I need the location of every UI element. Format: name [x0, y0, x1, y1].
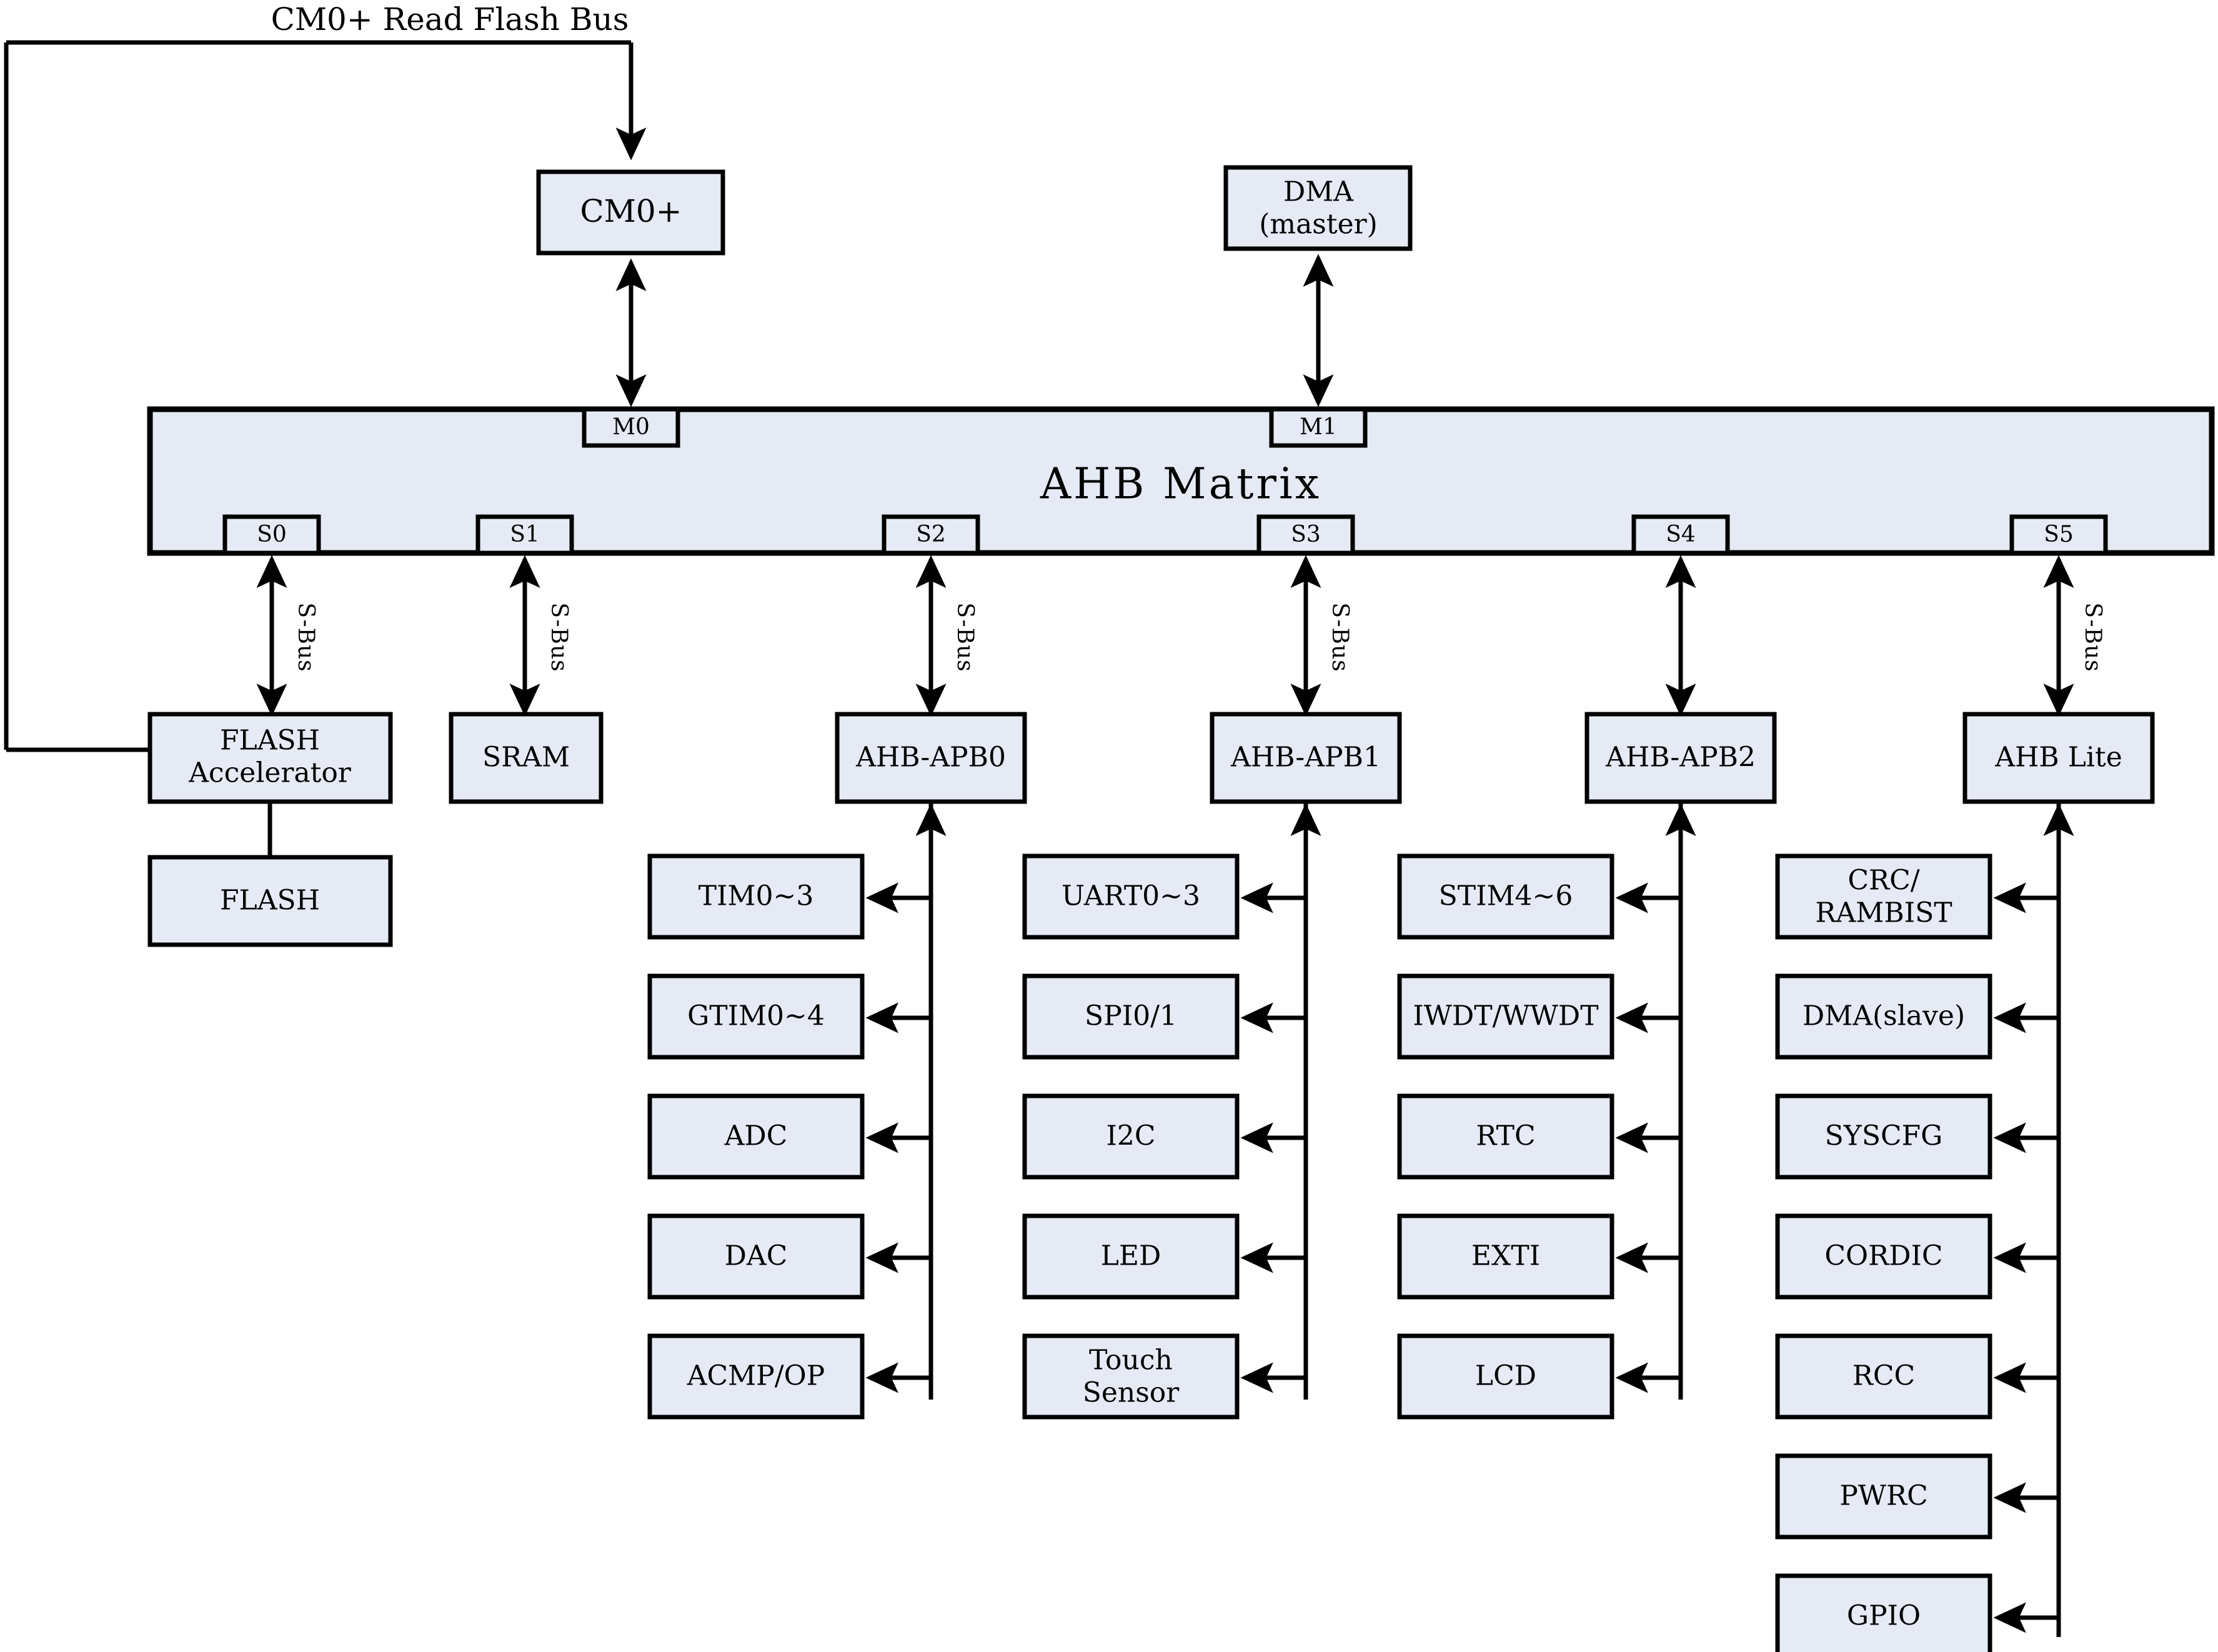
top-bus-label: CM0+ Read Flash Bus: [271, 1, 629, 37]
list-item[interactable]: EXTI: [1397, 1213, 1681, 1300]
peripheral-label: TIM0~3: [699, 880, 814, 912]
list-item[interactable]: DAC: [647, 1213, 931, 1300]
list-item[interactable]: RTC: [1397, 1093, 1681, 1180]
peripheral-label: CRC/: [1848, 865, 1919, 897]
peripheral-label: STIM4~6: [1439, 880, 1573, 912]
slave-port-s5[interactable]: S5: [2009, 514, 2108, 555]
block-ahb-lite[interactable]: AHB Lite: [1962, 712, 2155, 804]
block-ahb-apb1-label: AHB-APB1: [1230, 742, 1381, 774]
slave-port-s3[interactable]: S3: [1256, 514, 1355, 555]
peripheral-label: SYSCFG: [1825, 1120, 1943, 1152]
peripheral-label: Touch: [1089, 1345, 1173, 1376]
block-flash-label: FLASH: [220, 885, 320, 917]
block-sram-label: SRAM: [482, 742, 570, 774]
list-item[interactable]: STIM4~6: [1397, 853, 1681, 940]
peripheral-label: GTIM0~4: [687, 1000, 825, 1032]
peripheral-label: LCD: [1475, 1360, 1536, 1392]
peripheral-column-ahblite: CRC/ RAMBIST DMA(slave) SYSCFG CORDIC RC…: [1775, 853, 2059, 1652]
master-port-m0[interactable]: M0: [582, 407, 680, 448]
list-item[interactable]: SPI0/1: [1022, 973, 1306, 1060]
list-item[interactable]: ACMP/OP: [647, 1333, 931, 1420]
slave-port-s1[interactable]: S1: [475, 514, 574, 555]
peripheral-label: ACMP/OP: [687, 1360, 825, 1392]
sbus-label-s0: S-Bus: [293, 602, 319, 672]
slave-port-s0[interactable]: S0: [222, 514, 321, 555]
list-item[interactable]: Touch Sensor: [1022, 1333, 1306, 1420]
peripheral-label: GPIO: [1847, 1600, 1921, 1632]
list-item[interactable]: DMA(slave): [1775, 973, 2059, 1060]
slave-port-s2-label: S2: [916, 522, 946, 547]
block-ahb-apb0-label: AHB-APB0: [855, 742, 1006, 774]
cm0-read-flash-bus-route: [4, 40, 647, 752]
peripheral-label: EXTI: [1471, 1240, 1540, 1272]
master-port-m1[interactable]: M1: [1269, 407, 1368, 448]
block-flash-accelerator[interactable]: FLASH Accelerator: [147, 712, 393, 804]
block-sram[interactable]: SRAM: [449, 712, 604, 804]
sbus-label-s1: S-Bus: [546, 602, 572, 672]
peripheral-label: SPI0/1: [1085, 1000, 1177, 1032]
slave-port-s4-label: S4: [1666, 522, 1696, 547]
peripheral-column-apb1: UART0~3 SPI0/1 I2C LED Touch Sensor: [1022, 853, 1306, 1420]
sbus-label-s2: S-Bus: [952, 602, 978, 672]
peripheral-label: UART0~3: [1062, 880, 1200, 912]
peripheral-label: I2C: [1106, 1120, 1155, 1152]
block-dma-master-label-line1: DMA: [1283, 176, 1354, 208]
list-item[interactable]: TIM0~3: [647, 853, 931, 940]
block-flash-accelerator-label-line1: FLASH: [220, 725, 320, 757]
list-item[interactable]: GTIM0~4: [647, 973, 931, 1060]
sbus-label-s5: S-Bus: [2080, 602, 2106, 672]
peripheral-column-apb2: STIM4~6 IWDT/WWDT RTC EXTI LCD: [1397, 853, 1681, 1420]
list-item[interactable]: CRC/ RAMBIST: [1775, 853, 2059, 940]
block-dma-master-label-line2: (master): [1259, 209, 1378, 241]
list-item[interactable]: LCD: [1397, 1333, 1681, 1420]
peripheral-label: PWRC: [1839, 1480, 1928, 1512]
peripheral-label: DAC: [725, 1240, 788, 1272]
peripheral-label: RTC: [1476, 1120, 1535, 1152]
list-item[interactable]: LED: [1022, 1213, 1306, 1300]
block-cm0plus[interactable]: CM0+: [536, 169, 725, 256]
slave-port-s3-label: S3: [1291, 522, 1321, 547]
list-item[interactable]: GPIO: [1775, 1573, 2059, 1652]
block-ahb-lite-label: AHB Lite: [1994, 742, 2122, 774]
peripheral-label: ADC: [724, 1120, 788, 1152]
list-item[interactable]: UART0~3: [1022, 853, 1306, 940]
slave-port-s5-label: S5: [2044, 522, 2074, 547]
slave-port-s0-label: S0: [257, 522, 287, 547]
list-item[interactable]: I2C: [1022, 1093, 1306, 1180]
peripheral-column-apb0: TIM0~3 GTIM0~4 ADC DAC ACMP/OP: [647, 853, 931, 1420]
block-cm0plus-label: CM0+: [580, 193, 682, 229]
master-port-m1-label: M1: [1300, 414, 1337, 440]
peripheral-label: DMA(slave): [1803, 1000, 1965, 1032]
peripheral-label: LED: [1101, 1240, 1161, 1272]
block-ahb-apb2-label: AHB-APB2: [1605, 742, 1756, 774]
slave-port-s4[interactable]: S4: [1631, 514, 1730, 555]
peripheral-label: CORDIC: [1824, 1240, 1942, 1272]
block-ahb-apb2[interactable]: AHB-APB2: [1584, 712, 1777, 804]
list-item[interactable]: IWDT/WWDT: [1397, 973, 1681, 1060]
block-ahb-apb1[interactable]: AHB-APB1: [1210, 712, 1402, 804]
list-item[interactable]: CORDIC: [1775, 1213, 2059, 1300]
peripheral-label: RCC: [1852, 1360, 1915, 1392]
list-item[interactable]: RCC: [1775, 1333, 2059, 1420]
list-item[interactable]: ADC: [647, 1093, 931, 1180]
master-port-m0-label: M0: [612, 414, 650, 440]
block-flash-accelerator-label-line2: Accelerator: [188, 757, 352, 789]
ahb-matrix-label: AHB Matrix: [1040, 460, 1321, 509]
peripheral-label-line2: RAMBIST: [1815, 897, 1952, 929]
block-ahb-apb0[interactable]: AHB-APB0: [835, 712, 1027, 804]
slave-port-s1-label: S1: [510, 522, 540, 547]
list-item[interactable]: SYSCFG: [1775, 1093, 2059, 1180]
sbus-label-s3: S-Bus: [1327, 602, 1353, 672]
block-flash[interactable]: FLASH: [147, 855, 393, 947]
peripheral-label: IWDT/WWDT: [1413, 1000, 1598, 1032]
peripheral-label-line2: Sensor: [1083, 1377, 1180, 1409]
slave-port-s2[interactable]: S2: [882, 514, 980, 555]
block-dma-master[interactable]: DMA (master): [1223, 165, 1413, 251]
list-item[interactable]: PWRC: [1775, 1453, 2059, 1540]
